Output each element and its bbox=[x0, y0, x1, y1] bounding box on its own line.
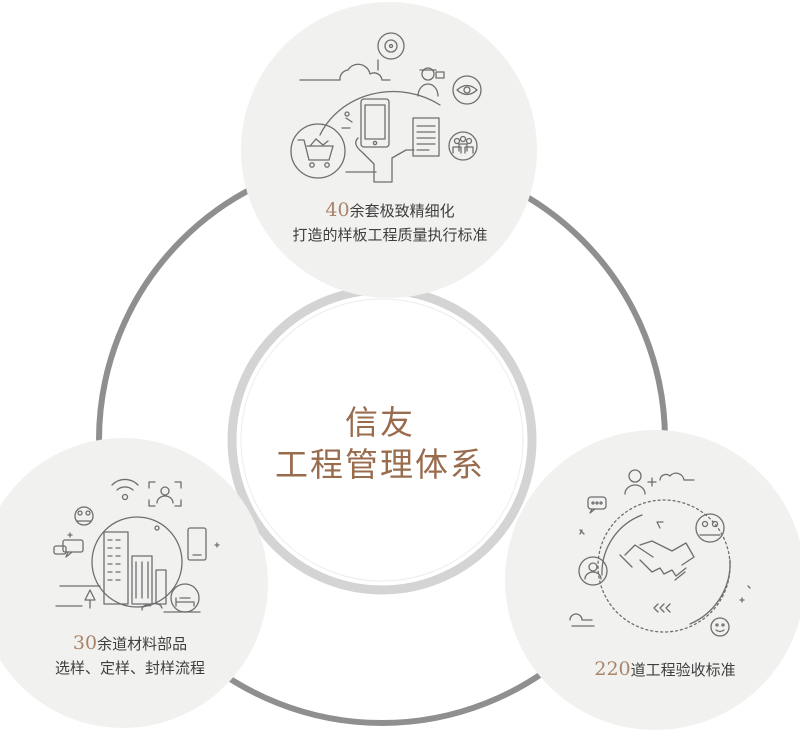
city-ring bbox=[91, 516, 183, 608]
chat-bubble-icon bbox=[53, 539, 84, 558]
center-title-line2: 工程管理体系 bbox=[275, 445, 485, 484]
left-node-line1: 30余道材料部品 bbox=[0, 632, 260, 654]
right-node-number: 220 bbox=[594, 658, 631, 680]
top-node-line1-text: 余套极致精细化 bbox=[349, 202, 455, 220]
cloud-icon bbox=[659, 472, 695, 481]
handshake-icon bbox=[619, 540, 695, 581]
cloud-icon bbox=[141, 602, 163, 611]
buildings-icon bbox=[103, 531, 167, 605]
center-title-line1: 信友 bbox=[345, 403, 415, 442]
add-user-icon bbox=[624, 469, 657, 495]
top-node-number: 40 bbox=[325, 199, 350, 221]
smartphone-icon bbox=[360, 98, 390, 148]
right-illustration bbox=[569, 469, 751, 637]
eye-icon bbox=[452, 75, 482, 105]
top-node-line1: 40余套极致精细化 bbox=[240, 199, 540, 221]
left-node-number: 30 bbox=[72, 632, 98, 654]
top-illustration bbox=[290, 32, 482, 183]
hand-icon bbox=[355, 137, 415, 183]
left-illustration bbox=[53, 478, 220, 613]
worker-icon bbox=[417, 67, 445, 97]
arrows-icon bbox=[653, 603, 671, 613]
team-icon bbox=[448, 131, 478, 161]
chat-bubble-icon bbox=[587, 496, 607, 514]
team-icon bbox=[695, 513, 725, 543]
lamp-icon bbox=[84, 589, 96, 609]
cd-disc-icon bbox=[377, 32, 405, 60]
right-node-line1-text: 道工程验收标准 bbox=[630, 661, 736, 679]
arc-outline bbox=[319, 90, 441, 136]
phone-icon bbox=[187, 527, 207, 561]
shopping-cart-icon bbox=[290, 123, 346, 179]
wifi-signal-icon bbox=[111, 478, 139, 501]
left-node-line2: 选样、定样、封样流程 bbox=[54, 659, 205, 677]
user-scan-icon bbox=[148, 481, 182, 507]
user-circle-icon bbox=[578, 556, 608, 586]
document-icon bbox=[412, 117, 440, 157]
cloud-icon bbox=[299, 63, 391, 81]
node-top bbox=[241, 2, 537, 298]
node-left bbox=[0, 438, 268, 728]
group-icon bbox=[74, 506, 94, 526]
top-node-line2: 打造的样板工程质量执行标准 bbox=[292, 226, 488, 244]
node-right bbox=[505, 430, 800, 730]
smiley-icon bbox=[710, 617, 730, 637]
left-node-line1-text: 余道材料部品 bbox=[97, 635, 188, 653]
right-node-line1: 220道工程验收标准 bbox=[540, 658, 790, 680]
